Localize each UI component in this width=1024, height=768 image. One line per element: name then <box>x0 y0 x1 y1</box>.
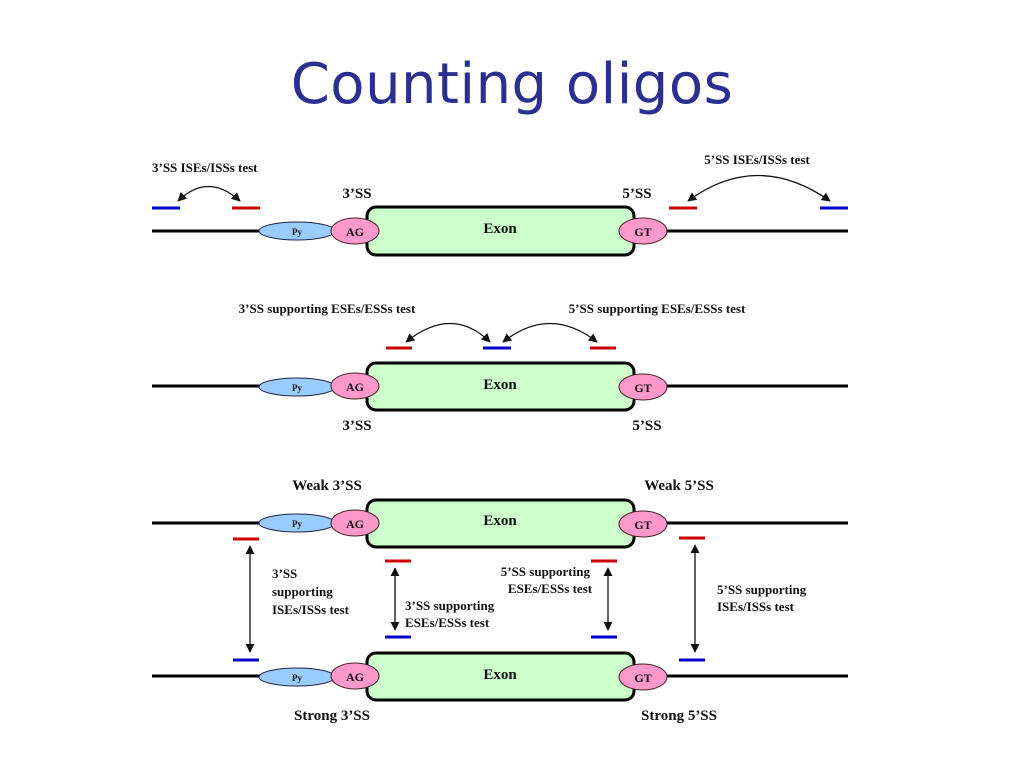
arrow-ise3 <box>177 186 241 202</box>
exon-label: Exon <box>483 667 517 683</box>
gt-label: GT <box>634 518 651 532</box>
ag-site <box>330 217 380 245</box>
ise5-test-label: 5’SS supporting ISEs/ISSs test <box>717 582 809 614</box>
py-label: Py <box>292 519 302 529</box>
slide-title: Counting oligos <box>290 52 734 117</box>
strong5-label: Strong 5’SS <box>641 708 717 724</box>
panel-3: Weak 3’SS Weak 5’SS Exon Py AG GT Exon P… <box>152 478 848 724</box>
gt-label: GT <box>634 225 651 239</box>
arrow-ise5 <box>687 175 831 202</box>
ag-site <box>330 509 380 537</box>
gt-label: GT <box>634 671 651 685</box>
ss5-label: 5’SS <box>632 418 661 434</box>
gt-site <box>618 510 668 538</box>
panel-1: Exon Py AG GT 3’SS 5’SS 3’SS ISEs/ISSs t… <box>152 152 848 257</box>
ese5-test-label: 5’SS supporting ESEs/ESSs test <box>501 564 593 596</box>
ese3-test-label: 3’SS supporting ESEs/ESSs test <box>239 301 416 316</box>
ise3-test-label: 3’SS ISEs/ISSs test <box>152 160 258 175</box>
py-label: Py <box>292 383 302 393</box>
ese5-test-label: 5’SS supporting ESEs/ESSs test <box>569 301 746 316</box>
strong3-label: Strong 3’SS <box>294 708 370 724</box>
ag-label: AG <box>346 380 364 394</box>
ss3-label: 3’SS <box>342 418 371 434</box>
py-label: Py <box>292 673 302 683</box>
ise5-test-label: 5’SS ISEs/ISSs test <box>704 152 810 167</box>
arrow-ese3 <box>405 323 491 343</box>
panel-2: Exon Py AG GT 3’SS 5’SS 3’SS supporting … <box>152 301 848 434</box>
exon-label: Exon <box>483 221 517 237</box>
gt-site <box>618 663 668 691</box>
ag-site <box>330 372 380 400</box>
gt-site <box>618 217 668 245</box>
weak5-label: Weak 5’SS <box>644 478 714 494</box>
ag-label: AG <box>346 670 364 684</box>
gt-site <box>618 373 668 401</box>
py-label: Py <box>292 227 302 237</box>
exon-label: Exon <box>483 513 517 529</box>
arrow-ese5 <box>502 323 598 343</box>
ss5-label: 5’SS <box>622 186 651 202</box>
ag-label: AG <box>346 225 364 239</box>
weak3-label: Weak 3’SS <box>292 478 362 494</box>
exon-label: Exon <box>483 377 517 393</box>
ese3-test-label: 3’SS supporting ESEs/ESSs test <box>405 598 497 630</box>
ss3-label: 3’SS <box>342 186 371 202</box>
ag-site <box>330 662 380 690</box>
ag-label: AG <box>346 517 364 531</box>
gt-label: GT <box>634 381 651 395</box>
ise3-test-label: 3’SS supporting ISEs/ISSs test <box>272 566 350 617</box>
